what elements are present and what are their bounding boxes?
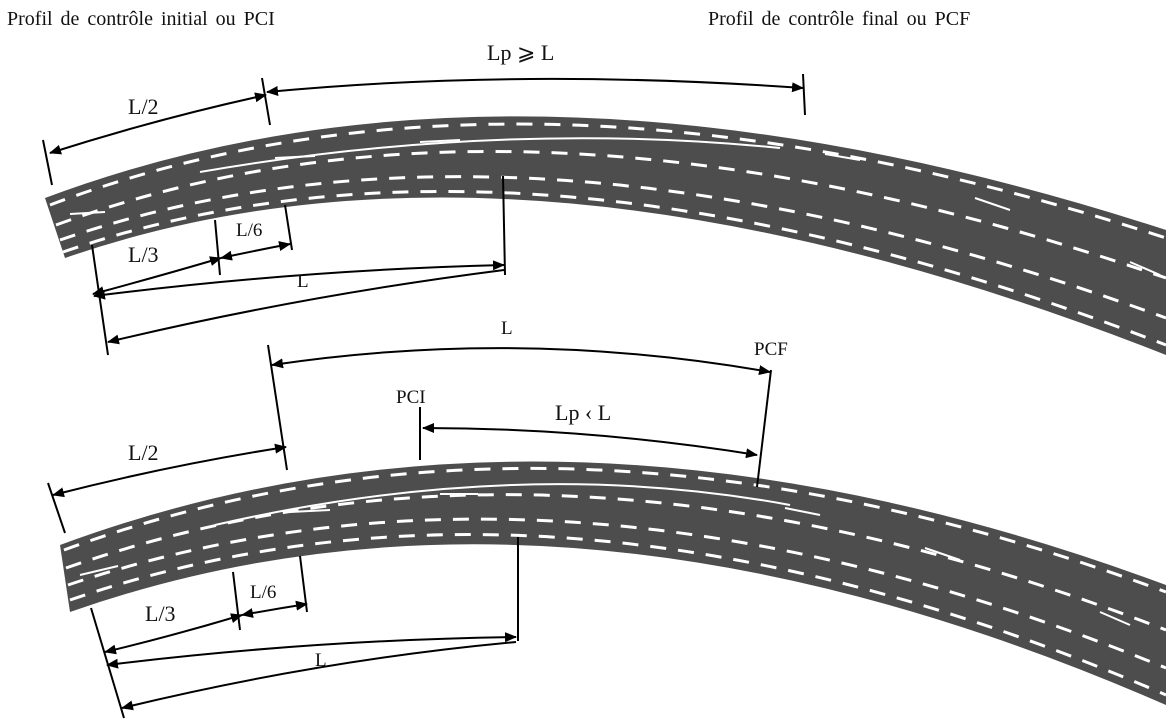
dimension-l-long	[107, 269, 505, 345]
road-surface-top	[45, 116, 1166, 355]
lane-marking	[49, 122, 1166, 240]
dimension-l-long	[121, 641, 517, 711]
direction-arrow	[274, 155, 316, 159]
label-l-top: L	[501, 318, 513, 339]
tick-line	[91, 244, 109, 356]
tick-line	[47, 482, 66, 534]
caption-final-profile: Profil de contrôle final ou PCF	[708, 8, 971, 30]
top-diagram: Lp ⩾ L L/2 L/3 L/6 L	[42, 40, 1166, 356]
tick-line	[261, 77, 271, 126]
lane-marking	[69, 533, 1166, 697]
label-sixth-l: L/6	[236, 220, 262, 241]
tick-line	[502, 175, 506, 276]
tick-line	[42, 139, 53, 186]
label-sixth-l: L/6	[250, 582, 276, 603]
direction-arrow	[974, 197, 1011, 211]
caption-initial-profile: Profil de contrôle initial ou PCI	[7, 8, 275, 30]
dimension-sixth-l	[241, 600, 308, 618]
dimension-lp-lt-l	[422, 423, 758, 459]
dimension-l	[93, 260, 505, 300]
direction-arrow	[1099, 611, 1131, 626]
lane-marking	[63, 466, 1166, 594]
median-line	[214, 483, 791, 526]
lane-marking	[59, 175, 1166, 320]
label-lp-lt-l: Lp ‹ L	[555, 400, 611, 425]
dimension-lp-ge-l	[266, 77, 804, 96]
dimension-half-l	[52, 443, 287, 498]
direction-arrow	[79, 565, 119, 576]
direction-arrow	[824, 153, 861, 161]
direction-arrow	[289, 509, 331, 513]
label-half-l: L/2	[128, 94, 159, 119]
bottom-diagram: L PCF PCI Lp ‹ L L/2 L/3 L/6 L	[47, 318, 1166, 719]
label-pci: PCI	[396, 387, 426, 408]
direction-arrow	[69, 211, 106, 215]
lane-marking	[65, 493, 1166, 632]
tick-line	[802, 73, 806, 116]
lane-marking	[55, 149, 1166, 280]
direction-arrow	[784, 507, 821, 516]
direction-arrow	[924, 547, 961, 561]
direction-arrow	[419, 139, 461, 143]
tick-line	[214, 219, 221, 276]
lane-marking	[62, 189, 1166, 347]
tick-line	[756, 369, 772, 488]
label-third-l: L/3	[145, 601, 176, 626]
label-lp-ge-l: Lp ⩾ L	[487, 40, 554, 65]
tick-line	[284, 204, 293, 251]
label-half-l: L/2	[128, 440, 159, 465]
dimension-l-top	[271, 347, 771, 376]
dimension-l	[106, 632, 517, 669]
tick-line	[232, 571, 241, 631]
lane-marking	[67, 517, 1166, 670]
dimension-half-l	[49, 92, 267, 155]
median-line	[199, 137, 781, 173]
label-third-l: L/3	[128, 242, 159, 267]
road-surface-bottom	[60, 461, 1166, 705]
label-l: L	[315, 650, 327, 671]
label-pcf: PCF	[754, 339, 788, 360]
direction-arrow	[1129, 261, 1161, 276]
dimension-sixth-l	[220, 241, 291, 261]
label-l: L	[297, 271, 309, 292]
